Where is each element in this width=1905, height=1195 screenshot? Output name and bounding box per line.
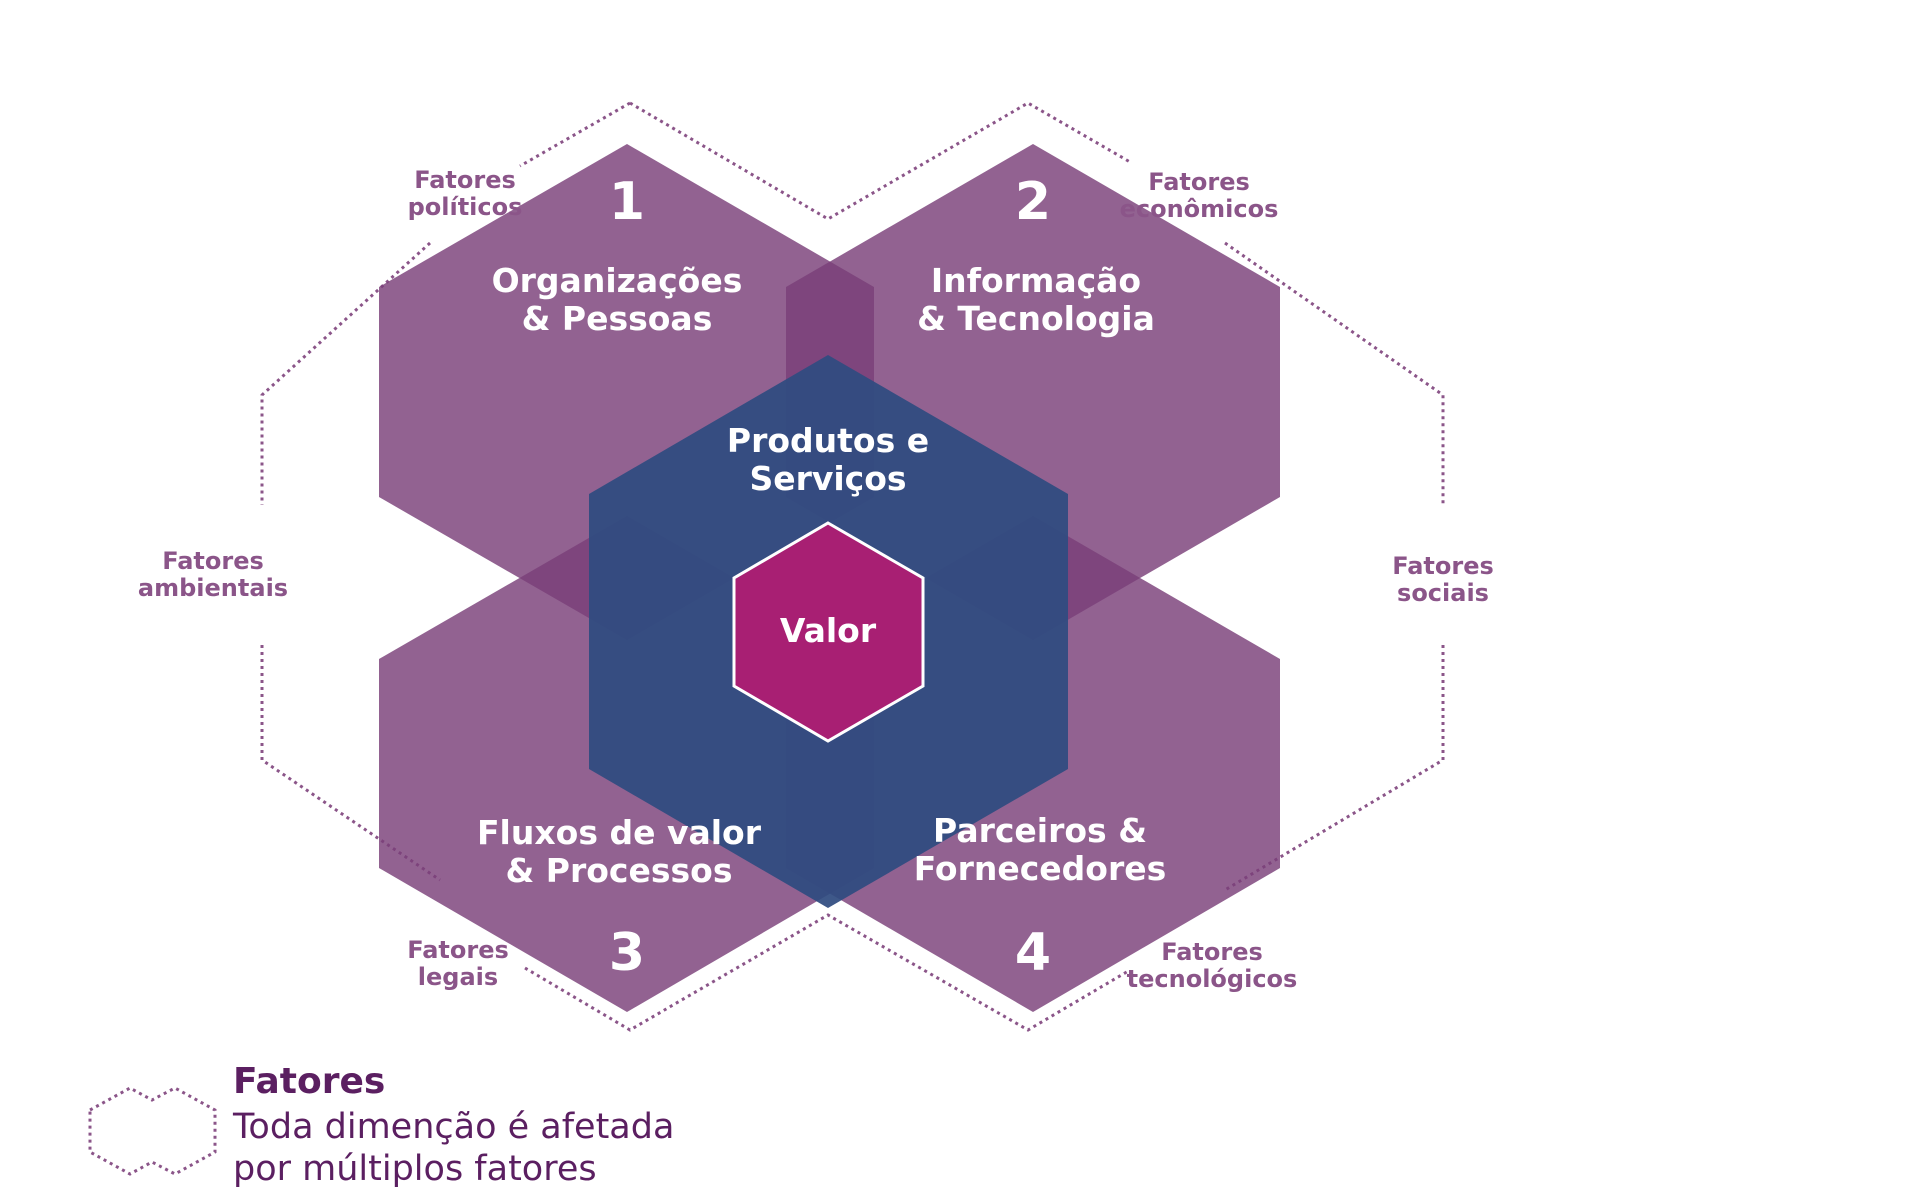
factors-boundary-top2 — [629, 101, 1131, 221]
dimension-2-label-line2: & Tecnologia — [917, 299, 1155, 338]
dimension-4-label-line1: Parceiros & — [933, 811, 1147, 850]
dimension-1-label-line1: Organizações — [492, 261, 743, 300]
dimension-3-label-line2: & Processos — [506, 851, 733, 890]
factor-legais-line2: legais — [418, 963, 498, 991]
factor-tecnologicos-line2: tecnológicos — [1127, 965, 1298, 993]
center-label-line1: Produtos e — [727, 421, 929, 460]
center-label-line2: Serviços — [749, 459, 906, 498]
dimension-2-number: 2 — [1015, 172, 1051, 232]
factors-boundary-lower-left — [260, 645, 441, 882]
dimension-1-label-line2: & Pessoas — [522, 299, 713, 338]
dimension-3-number: 3 — [609, 923, 645, 983]
value-hex — [732, 521, 925, 743]
dimension-2-label-line1: Informação — [931, 261, 1141, 300]
core-value-label: Valor — [780, 611, 877, 650]
legend-title: Fatores — [233, 1061, 385, 1102]
factors-boundary-upper-left — [260, 241, 432, 505]
factors-boundary-top — [519, 101, 631, 168]
legend-factors-icon — [88, 1086, 217, 1176]
factors-boundary-bottom — [524, 913, 1131, 1032]
factors-boundary-lower-right — [1224, 645, 1445, 892]
factor-politicos-line2: políticos — [408, 193, 523, 221]
legend-line2: por múltiplos fatores — [233, 1149, 597, 1189]
factor-legais-line1: Fatores — [407, 936, 509, 964]
factor-ambientais-line2: ambientais — [138, 574, 288, 602]
factor-sociais-line2: sociais — [1397, 579, 1489, 607]
dimension-4-label-line2: Fornecedores — [914, 849, 1167, 888]
factor-economicos-line2: econômicos — [1120, 195, 1279, 223]
factor-ambientais-line1: Fatores — [162, 547, 264, 575]
factor-politicos-line1: Fatores — [414, 166, 516, 194]
factor-economicos-line1: Fatores — [1148, 168, 1250, 196]
dimension-4-number: 4 — [1015, 923, 1051, 983]
dimension-1-number: 1 — [609, 172, 645, 232]
dimension-3-label-line1: Fluxos de valor — [477, 813, 762, 852]
legend-line1: Toda dimenção é afetada — [232, 1107, 674, 1147]
factor-sociais-line1: Fatores — [1392, 552, 1494, 580]
factor-tecnologicos-line1: Fatores — [1161, 938, 1263, 966]
